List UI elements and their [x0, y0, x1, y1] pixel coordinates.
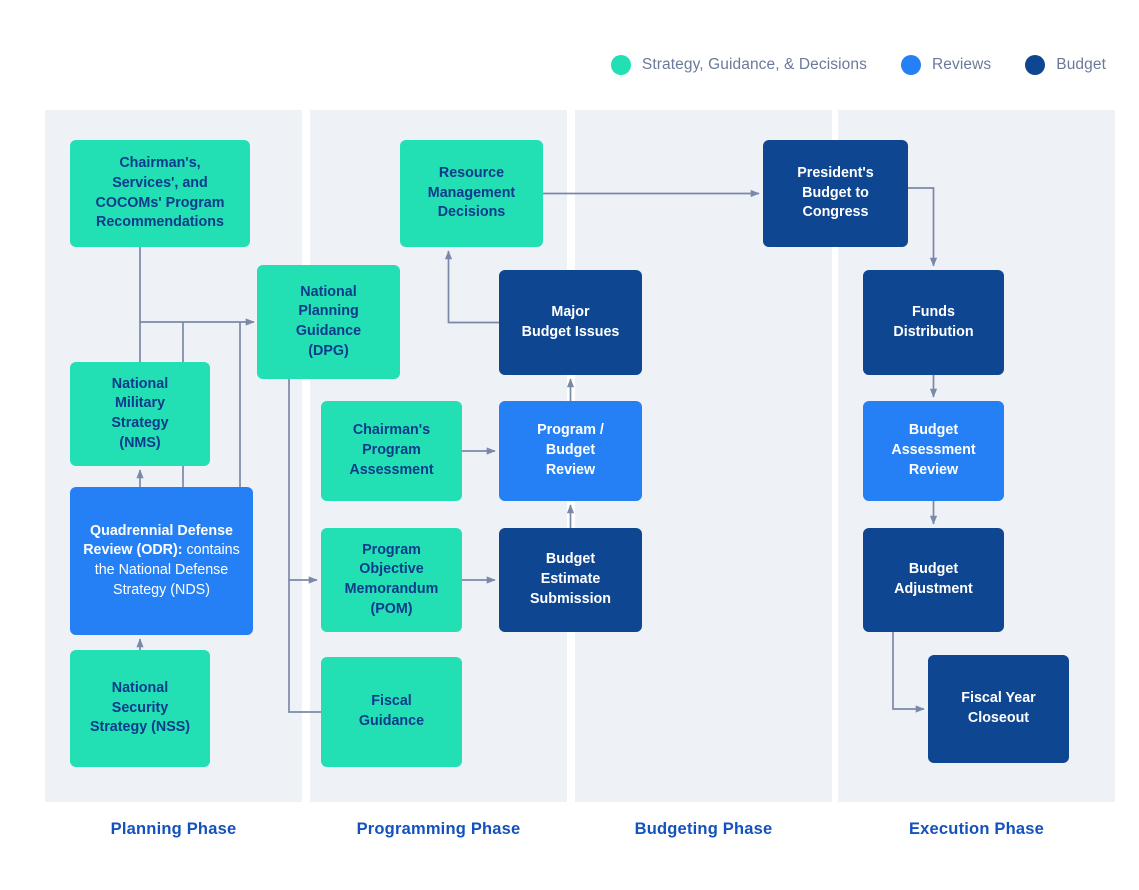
legend: Strategy, Guidance, & Decisions Reviews Bu… [610, 53, 1106, 77]
phase-label-budgeting-phase: Budgeting Phase [634, 820, 773, 838]
legend-label: Strategy, Guidance, & Decisions [641, 56, 867, 73]
circle-icon [900, 55, 921, 75]
circle-icon [1025, 55, 1046, 75]
node-label-segment: contains the National Defense Strategy (… [94, 542, 240, 598]
circle-icon [610, 55, 631, 75]
phase-label-programming-phase: Programming Phase [356, 820, 521, 838]
legend-label: Budget [1056, 56, 1106, 73]
phase-label-planning-phase: Planning Phase [110, 820, 237, 838]
node-quadrennial-defense-review[interactable]: Quadrennial Defense Review (ODR): contai… [70, 487, 253, 635]
legend-item: Strategy, Guidance, & Decisions [610, 55, 867, 75]
legend-item: Budget [1025, 55, 1106, 75]
phase-label-execution-phase: Execution Phase [908, 820, 1045, 838]
legend-item: Reviews [900, 55, 992, 75]
legend-label: Reviews [931, 56, 992, 73]
node-label-segment: Quadrennial Defense Review (ODR): [83, 522, 233, 559]
node-label: Quadrennial Defense Review (ODR): contai… [78, 522, 245, 601]
